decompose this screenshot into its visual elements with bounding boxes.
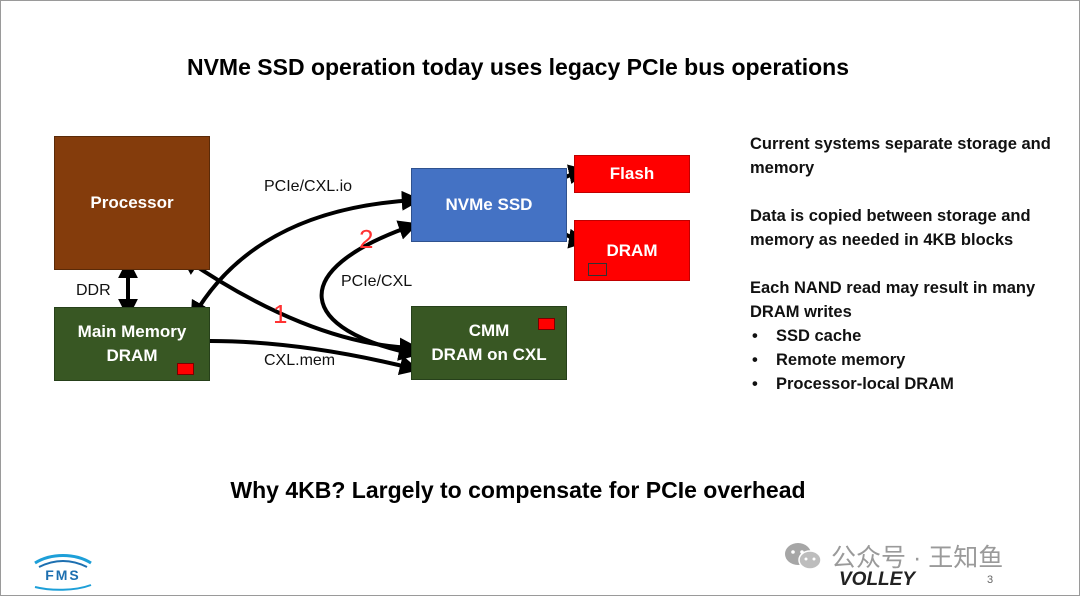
path-1-arrow — [180, 255, 420, 358]
page-number: 3 — [987, 574, 994, 586]
note-4kb-blocks: Data is copied between storage and memor… — [750, 207, 1031, 249]
ddr-label: DDR — [76, 282, 111, 299]
processor-label: Processor — [90, 193, 174, 212]
cmm-box: CMM DRAM on CXL — [411, 306, 567, 380]
memory-chip-icon — [538, 318, 555, 330]
wechat-account-text: 公众号 · 王知鱼 — [831, 544, 1004, 572]
slide-title: NVMe SSD operation today uses legacy PCI… — [186, 54, 850, 80]
path-2-arrow — [319, 220, 419, 361]
bullet-item: Remote memory — [750, 348, 1070, 372]
dram-box: DRAM — [574, 220, 690, 281]
memory-chip-icon — [177, 363, 194, 375]
nvme-ssd-box: NVMe SSD — [411, 168, 567, 242]
fms-logo-text: FMS — [45, 567, 81, 583]
memory-chip-icon — [588, 263, 607, 276]
notes-panel: Current systems separate storage and mem… — [750, 132, 1070, 396]
pcie-cxl-label: PCIe/CXL — [341, 273, 413, 290]
main-memory-label-line2: DRAM — [106, 346, 158, 365]
flash-box: Flash — [574, 155, 690, 193]
path-1-number: 1 — [273, 299, 288, 329]
note-bullet-list: SSD cache Remote memory Processor-local … — [750, 324, 1070, 396]
cxl-mem-arrow — [209, 339, 420, 376]
cmm-label-line2: DRAM on CXL — [431, 345, 547, 364]
fms-logo-icon — [34, 554, 92, 591]
volley-logo: VOLLEY — [839, 569, 915, 591]
flash-label: Flash — [609, 164, 655, 183]
volley-logo-text: VOLLEY — [839, 569, 916, 590]
nvme-ssd-label: NVMe SSD — [445, 195, 533, 214]
note-separation: Current systems separate storage and mem… — [750, 135, 1051, 177]
processor-box: Processor — [54, 136, 210, 270]
bullet-item: Processor-local DRAM — [750, 372, 1070, 396]
wechat-watermark: 公众号 · 王知鱼 — [783, 538, 1003, 574]
slide-subtitle: Why 4KB? Largely to compensate for PCIe … — [230, 477, 806, 503]
pcie-cxl-io-arrow — [190, 190, 422, 322]
main-memory-label-line1: Main Memory — [77, 322, 187, 341]
dram-label: DRAM — [606, 240, 658, 260]
main-memory-box: Main Memory DRAM — [54, 307, 210, 381]
cxl-mem-label: CXL.mem — [264, 352, 336, 369]
path-2-number: 2 — [359, 224, 374, 254]
bullet-item: SSD cache — [750, 324, 1070, 348]
pcie-cxl-io-label: PCIe/CXL.io — [264, 178, 353, 195]
cmm-label-line1: CMM — [468, 321, 510, 340]
note-nand-read: Each NAND read may result in many DRAM w… — [750, 279, 1036, 321]
wechat-icon — [785, 543, 822, 570]
